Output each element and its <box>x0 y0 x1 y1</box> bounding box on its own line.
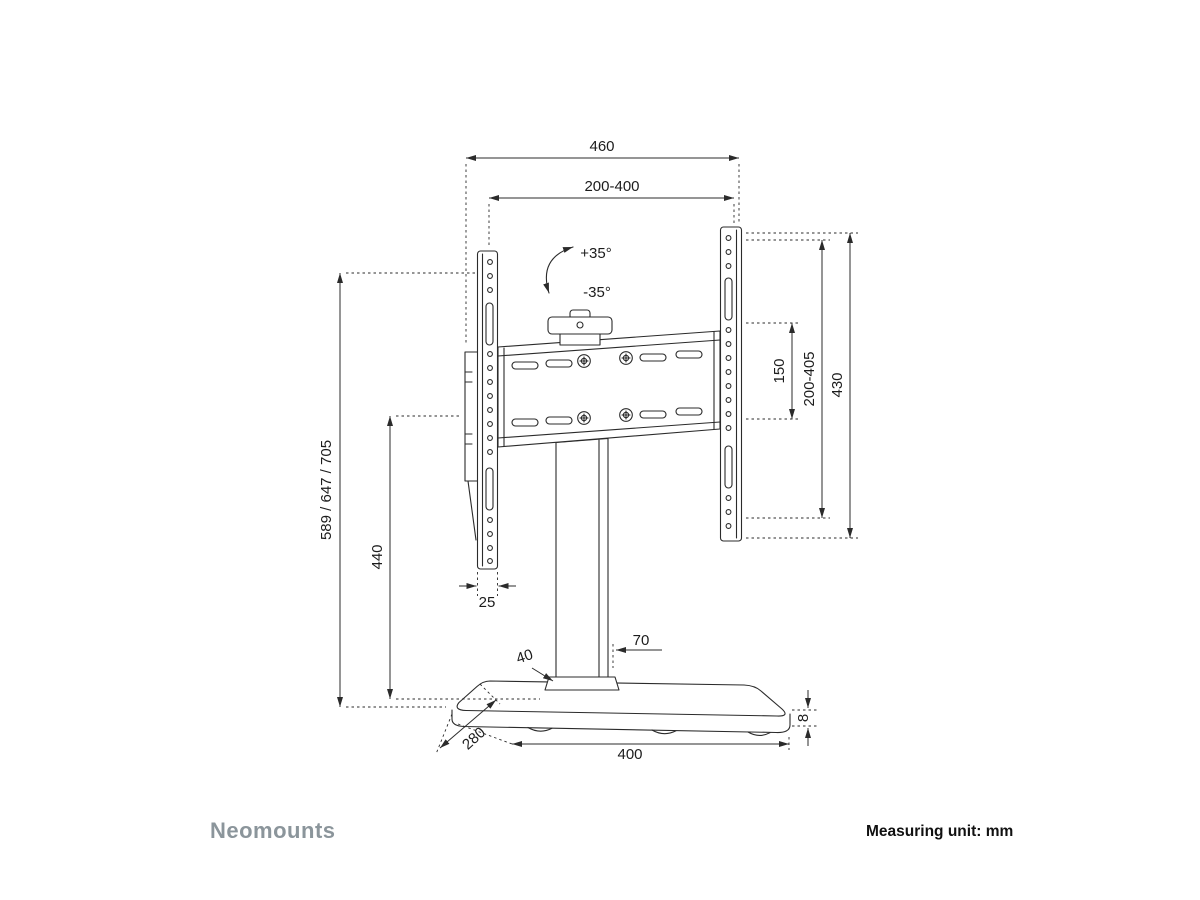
rail-body <box>719 226 743 542</box>
clamp-neck <box>559 333 601 346</box>
tilt-arrow-icon <box>543 246 574 294</box>
base-foot <box>651 729 677 735</box>
tilt-clamp <box>547 309 613 346</box>
base-top-face <box>456 680 786 717</box>
dim-label-tilt-down: -35° <box>583 284 611 301</box>
mounting-screws <box>577 351 633 425</box>
plate-slots-lower <box>511 407 703 427</box>
mounting-holes-right <box>725 235 732 529</box>
dimension-labels: 460 200-400 +35° -35° 150 200-405 430 58… <box>318 138 846 763</box>
clamp-body <box>547 316 613 335</box>
rail-slot <box>724 277 733 321</box>
stand-base <box>451 680 791 736</box>
rail-slot <box>724 445 733 489</box>
dim-label-column-width: 70 <box>633 632 650 649</box>
dimension-lines <box>337 155 853 749</box>
dim-line-column-depth <box>531 667 554 682</box>
stand-column <box>544 437 620 691</box>
mounting-holes-left <box>487 259 493 564</box>
tv-stand-drawing <box>451 226 791 736</box>
dim-label-overall-heights: 589 / 647 / 705 <box>318 440 335 540</box>
measuring-unit-label: Measuring unit: mm <box>866 823 1013 840</box>
dim-label-vesa-height: 150 <box>771 358 788 383</box>
column-collar <box>544 676 620 691</box>
dim-label-base-thickness: 8 <box>795 714 812 722</box>
dim-label-rail-depth: 25 <box>479 594 496 611</box>
wall-plate-profile-left <box>464 351 478 541</box>
dim-label-vesa-width: 200-400 <box>584 178 639 195</box>
base-foot <box>527 726 553 732</box>
rail-slot <box>485 467 494 511</box>
rail-slot <box>485 302 494 346</box>
dim-label-column-depth: 40 <box>514 646 535 667</box>
plate-fold-top <box>497 339 721 357</box>
vesa-rail-right <box>719 226 743 542</box>
base-foot <box>747 731 771 736</box>
clamp-screw <box>576 321 584 329</box>
column-front-face <box>555 437 609 678</box>
footer: Neomounts Measuring unit: mm <box>210 818 1013 843</box>
brand-logo: Neomounts <box>210 818 336 843</box>
dim-line-base-depth <box>439 699 497 749</box>
plate-fold-bottom <box>497 421 721 439</box>
vesa-rail-left <box>476 250 499 570</box>
dim-label-tilt-up: +35° <box>580 245 611 262</box>
dim-label-base-width: 400 <box>617 746 642 763</box>
dim-label-bracket-height: 430 <box>829 372 846 397</box>
dim-label-overall-width: 460 <box>589 138 614 155</box>
plate-slots-upper <box>511 350 703 370</box>
mounting-plate <box>497 330 721 448</box>
dim-label-height-adjust: 200-405 <box>801 351 818 406</box>
dim-label-column-height: 440 <box>369 544 386 569</box>
